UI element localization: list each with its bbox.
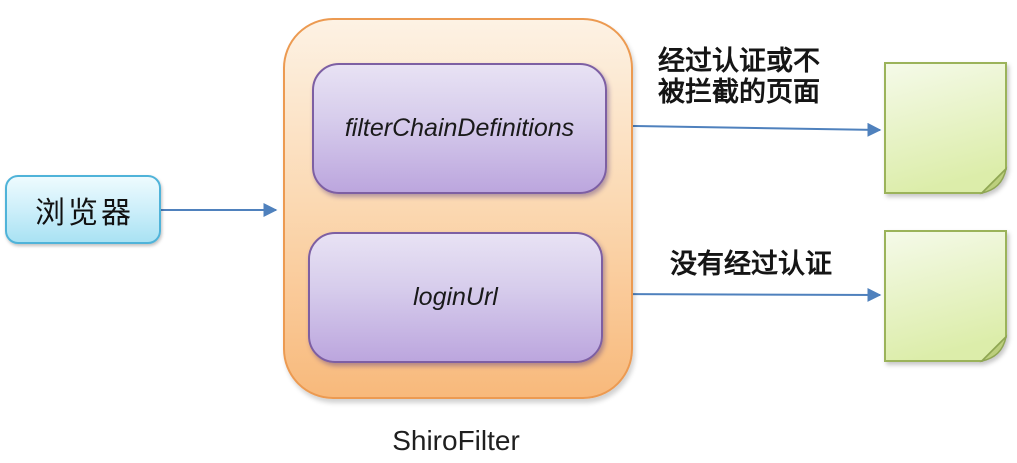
note-page-shape [884,230,1007,362]
note-page-shape [884,62,1007,194]
note-folded-corner [979,166,1008,195]
note-folded-corner [979,334,1008,363]
login-url-node: loginUrl [308,232,603,363]
authenticated-page-note [884,62,1008,195]
authenticated-edge-label: 经过认证或不 被拦截的页面 [658,46,820,108]
filter-chain-definitions-node: filterChainDefinitions [312,63,607,194]
arrow-filterchain-to-authenticated-page [632,122,882,137]
filter-chain-definitions-label: filterChainDefinitions [344,114,575,142]
shiro-filter-caption: ShiroFilter [392,425,520,456]
authenticated-edge-label-line1: 经过认证或不 [658,46,820,76]
arrow-loginurl-to-unauthenticated-page [602,287,882,302]
browser-label: 浏览器 [35,196,134,230]
unauthenticated-page-note [884,230,1008,363]
unauthenticated-edge-label: 没有经过认证 [670,249,832,279]
authenticated-edge-label-line2: 被拦截的页面 [658,77,820,107]
login-url-label: loginUrl [413,283,498,311]
browser-node: 浏览器 [5,175,161,244]
